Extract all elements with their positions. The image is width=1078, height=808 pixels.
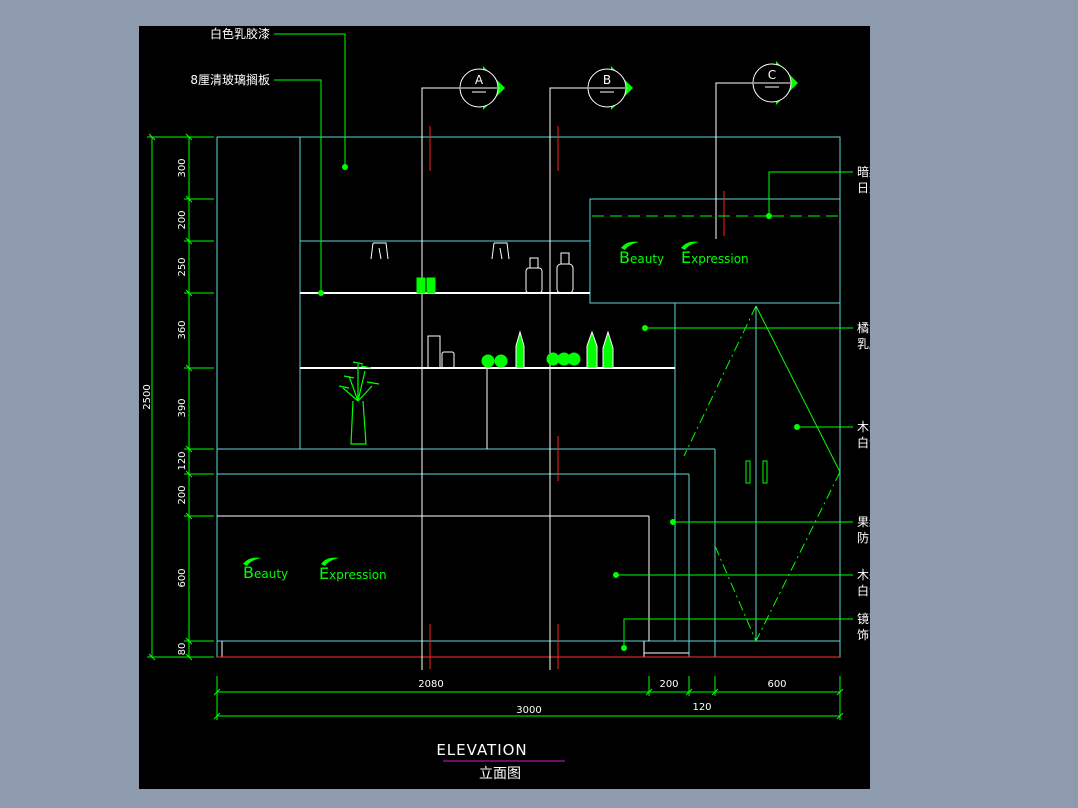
- svg-text:360: 360: [177, 320, 188, 339]
- drawing-subtitle: 立面图: [479, 766, 521, 782]
- center-lines: [429, 126, 725, 669]
- svg-text:Beauty: Beauty: [243, 563, 288, 582]
- logo-swoosh-icon: [243, 557, 261, 566]
- svg-text:日光灯带: 日光灯带: [857, 181, 870, 195]
- svg-text:200: 200: [659, 679, 678, 690]
- svg-text:白色漆: 白色漆: [857, 435, 870, 450]
- svg-text:乳胶漆: 乳胶漆: [857, 336, 870, 351]
- drawing-canvas[interactable]: Beauty Expression Beauty Expression A: [139, 26, 917, 789]
- section-marker-c[interactable]: C: [752, 61, 798, 105]
- section-marker-a[interactable]: A: [459, 66, 505, 110]
- svg-text:2080: 2080: [418, 679, 443, 690]
- label-steel-baseboard: 镜面不锈钢: [857, 611, 870, 626]
- door-handles: [745, 460, 768, 484]
- door-diamond-pattern: [683, 305, 841, 642]
- plant-vase-icon: [338, 361, 380, 445]
- svg-text:600: 600: [177, 568, 188, 587]
- svg-text:200: 200: [177, 485, 188, 504]
- material-labels: 白色乳胶漆 8厘清玻璃搁板 暗藏 日光灯带 橘黄色 乳胶漆 木夹板 白色漆 果绿…: [190, 26, 917, 642]
- label-plywood-white-1: 木夹板: [857, 420, 870, 434]
- svg-text:600: 600: [767, 679, 786, 690]
- section-marker-b[interactable]: B: [587, 66, 633, 110]
- label-white-latex-paint: 白色乳胶漆: [210, 26, 270, 41]
- svg-text:白色漆: 白色漆: [857, 583, 870, 598]
- vertical-dimension-chain: [147, 133, 214, 661]
- svg-text:C: C: [768, 68, 776, 82]
- drawing-title-block: ELEVATION 立面图: [436, 741, 565, 782]
- svg-text:A: A: [475, 73, 484, 87]
- logo-swoosh-icon: [321, 557, 339, 566]
- pendant-light-icons: [370, 242, 510, 260]
- counter-panel: [217, 515, 689, 657]
- elevation-drawing: Beauty Expression Beauty Expression A: [142, 26, 917, 782]
- label-green-laminate: 果绿色: [857, 514, 870, 529]
- dim-total-width: 3000: [516, 705, 541, 716]
- cabinet-outline: [216, 136, 841, 658]
- leader-dots: [318, 164, 800, 651]
- svg-text:B: B: [603, 73, 611, 87]
- svg-text:防火板: 防火板: [857, 530, 870, 545]
- section-cut-lines: [421, 82, 757, 670]
- label-hidden-light: 暗藏: [857, 164, 870, 179]
- svg-text:饰面踢脚线: 饰面踢脚线: [857, 627, 870, 642]
- logo-swoosh-icon: [621, 241, 639, 250]
- bottle-icons: [416, 252, 614, 369]
- svg-text:Expression: Expression: [681, 248, 749, 267]
- label-plywood-white-2: 木夹板: [857, 568, 870, 582]
- svg-text:80: 80: [177, 643, 188, 656]
- svg-text:300: 300: [177, 158, 188, 177]
- logo-swoosh-icon: [681, 241, 699, 250]
- svg-text:120: 120: [177, 451, 188, 470]
- drawing-title: ELEVATION: [436, 741, 527, 759]
- svg-text:120: 120: [692, 702, 711, 713]
- dim-total-height: 2500: [142, 384, 153, 409]
- svg-text:200: 200: [177, 210, 188, 229]
- svg-text:390: 390: [177, 398, 188, 417]
- vertical-dimension-labels: 2500 300 200 250 360 390 120 200 600 80: [142, 158, 188, 655]
- horizontal-dimension-chain: [213, 676, 844, 720]
- logo-lower: Beauty Expression: [243, 557, 387, 583]
- svg-text:250: 250: [177, 257, 188, 276]
- label-orange-paint: 橘黄色: [857, 320, 870, 335]
- svg-text:Expression: Expression: [319, 564, 387, 583]
- logo-upper: Beauty Expression: [619, 241, 749, 267]
- leader-lines: [274, 33, 853, 648]
- svg-text:Beauty: Beauty: [619, 248, 664, 267]
- horizontal-dimension-labels: 2080 200 120 600 3000: [418, 679, 786, 716]
- label-glass-shelf: 8厘清玻璃搁板: [190, 72, 270, 87]
